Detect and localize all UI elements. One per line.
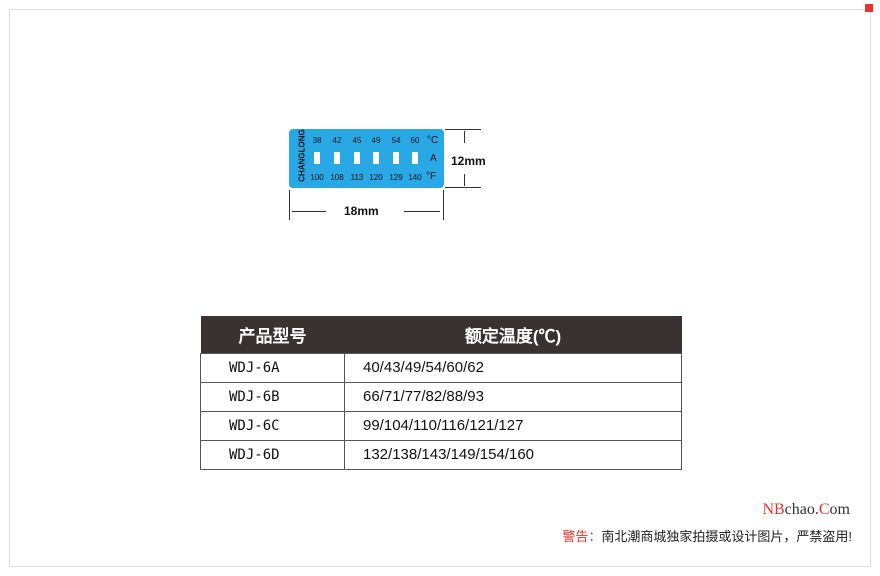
model-cell: WDJ-6B [200,381,345,412]
model-cell: WDJ-6D [200,439,345,470]
dimension-line [443,190,444,220]
celsius-value: 60 [410,136,420,145]
fahrenheit-value: 120 [369,173,383,182]
indicator-window [334,152,340,164]
header-temperature: 额定温度(℃) [344,316,682,353]
site-part: NB [762,501,785,518]
indicator-window [354,152,360,164]
fahrenheit-unit: °F [426,171,437,182]
indicator-window [393,152,399,164]
indicator-window [373,152,379,164]
dimension-line [289,190,290,220]
warning-text: 南北潮商城独家拍摄或设计图片，严禁盗用! [601,529,852,544]
site-part: om [829,501,850,518]
temperature-label-diagram: CHANGLONG 38 42 45 49 54 60 100 108 113 … [289,129,444,188]
site-part: C [818,501,830,518]
fahrenheit-value: 129 [389,173,403,182]
dimension-line [445,187,481,188]
indicator-window [314,152,320,164]
fahrenheit-value: 100 [310,173,324,182]
copyright-warning: 警告：南北潮商城独家拍摄或设计图片，严禁盗用! [562,526,852,545]
fahrenheit-value: 140 [408,173,422,182]
corner-marker [865,4,873,12]
arrow-down-icon [464,174,465,186]
arrow-up-icon [464,131,465,143]
temperature-cell: 40/43/49/54/60/62 [344,352,682,383]
brand-text: CHANGLONG [297,129,307,182]
celsius-unit: °C [427,135,439,146]
celsius-value: 42 [332,136,342,145]
celsius-value: 54 [391,136,401,145]
dimension-line [445,129,481,130]
fahrenheit-value: 108 [330,173,344,182]
celsius-value: 49 [371,136,381,145]
temperature-cell: 99/104/110/116/121/127 [344,410,682,441]
fahrenheit-value: 113 [350,173,364,182]
width-dimension: 18mm [344,204,379,218]
header-model: 产品型号 [200,316,345,353]
model-cell: WDJ-6C [200,410,345,441]
content-frame [9,9,871,567]
site-part: chao. [784,501,819,518]
model-letter: A [430,153,437,164]
warning-label: 警告： [562,529,602,544]
temperature-cell: 132/138/143/149/154/160 [344,439,682,470]
arrow-left-icon [292,211,326,212]
site-watermark: NBchao.Com [762,501,850,519]
celsius-value: 45 [352,136,362,145]
temperature-cell: 66/71/77/82/88/93 [344,381,682,412]
arrow-right-icon [404,211,440,212]
indicator-window [412,152,418,164]
height-dimension: 12mm [451,154,486,168]
table-header: 产品型号额定温度(℃) [200,316,682,353]
celsius-value: 38 [312,136,322,145]
model-cell: WDJ-6A [200,352,345,383]
